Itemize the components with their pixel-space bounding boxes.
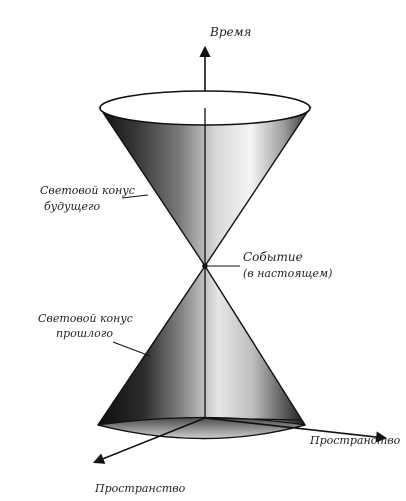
event-point [202, 263, 208, 269]
past-cone-label-line2: прошлого [56, 327, 113, 340]
future-cone-label-line2: будущего [44, 200, 101, 213]
time-axis-label: Время [209, 25, 252, 39]
past-cone-leader [113, 342, 150, 356]
past-cone-label-line1: Световой конус [38, 312, 133, 325]
event-label-line1: Событие [243, 250, 303, 264]
space-axis-right-label: Пространство [309, 434, 401, 447]
past-light-cone [98, 266, 305, 439]
future-cone-label-line1: Световой конус [40, 184, 135, 197]
space-axis-front-label: Пространство [94, 482, 186, 495]
event-label-line2: (в настоящем) [243, 267, 332, 280]
